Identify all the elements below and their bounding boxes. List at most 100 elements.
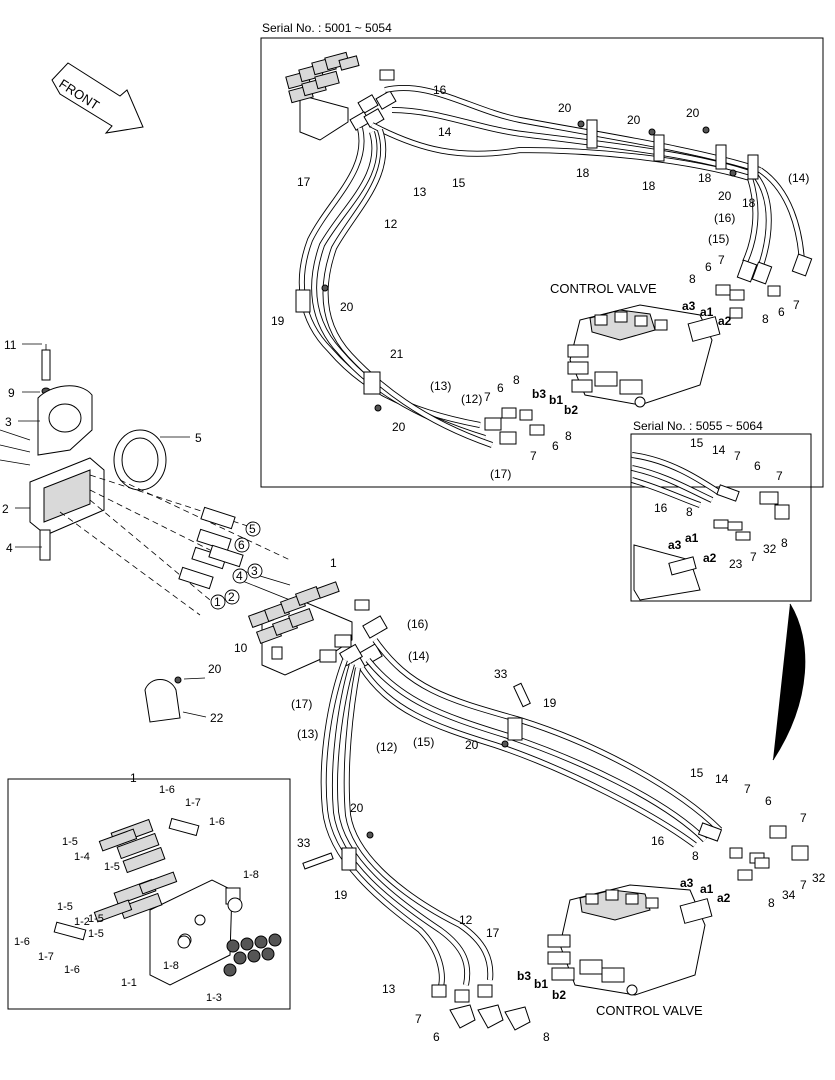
- label-21: 21: [390, 347, 404, 361]
- label-20: 20: [686, 106, 700, 120]
- label-12-paren: (12): [461, 392, 482, 406]
- leader-curve: [772, 603, 806, 761]
- label-15: 15: [452, 176, 466, 190]
- label-2: 2: [2, 502, 9, 516]
- circled-3: 3: [251, 564, 258, 578]
- label-a1: a1: [700, 305, 714, 319]
- label-6: 6: [433, 1030, 440, 1044]
- label-16-paren: (16): [714, 211, 735, 225]
- label-20: 20: [392, 420, 406, 434]
- label-a2: a2: [703, 551, 717, 565]
- label-8: 8: [781, 536, 788, 550]
- label-15-paren: (15): [413, 735, 434, 749]
- label-1-4: 1-4: [74, 851, 90, 863]
- label-15: 15: [690, 436, 704, 450]
- main-frame-parts: [0, 343, 291, 616]
- label-18: 18: [698, 171, 712, 185]
- serial-a-clamps: [295, 119, 759, 412]
- label-14: 14: [715, 772, 729, 786]
- label-1-8: 1-8: [243, 869, 259, 881]
- label-1-6: 1-6: [64, 964, 80, 976]
- label-1-1: 1-1: [121, 977, 137, 989]
- main-clamps: [144, 676, 531, 871]
- label-1-5: 1-5: [57, 901, 73, 913]
- label-19: 19: [271, 314, 285, 328]
- label-a3: a3: [668, 538, 682, 552]
- label-33: 33: [494, 667, 508, 681]
- label-1: 1: [330, 556, 337, 570]
- label-8: 8: [689, 272, 696, 286]
- label-1-6: 1-6: [14, 936, 30, 948]
- label-b2: b2: [564, 403, 578, 417]
- label-b1: b1: [549, 393, 563, 407]
- label-7: 7: [800, 878, 807, 892]
- label-20: 20: [718, 189, 732, 203]
- label-14: 14: [438, 125, 452, 139]
- serial-a-header: Serial No. : 5001 ~ 5054: [262, 21, 392, 35]
- main-manifold: [247, 581, 388, 676]
- detail-1-panel: 1 1-6: [7, 771, 291, 1010]
- main-control-valve: [547, 884, 713, 996]
- label-32: 32: [812, 871, 826, 885]
- label-1-3: 1-3: [206, 992, 222, 1004]
- label-15-paren: (15): [708, 232, 729, 246]
- label-b3: b3: [532, 387, 546, 401]
- label-a2: a2: [717, 891, 731, 905]
- label-16-paren: (16): [407, 617, 428, 631]
- label-13-paren: (13): [297, 727, 318, 741]
- label-1-7: 1-7: [185, 797, 201, 809]
- label-6: 6: [497, 381, 504, 395]
- label-11: 11: [4, 338, 17, 352]
- label-3: 3: [5, 415, 12, 429]
- label-8: 8: [513, 373, 520, 387]
- label-6: 6: [705, 260, 712, 274]
- label-8: 8: [768, 896, 775, 910]
- main-fittings: [431, 822, 809, 1031]
- label-23: 23: [729, 557, 743, 571]
- detail-fittings: [53, 817, 282, 977]
- label-7: 7: [750, 550, 757, 564]
- serial-b-header: Serial No. : 5055 ~ 5064: [633, 419, 763, 433]
- label-14: 14: [712, 443, 726, 457]
- label-13: 13: [382, 982, 396, 996]
- label-7: 7: [415, 1012, 422, 1026]
- label-13: 13: [413, 185, 427, 199]
- label-1-6: 1-6: [159, 784, 175, 796]
- label-8: 8: [686, 505, 693, 519]
- label-12: 12: [459, 913, 473, 927]
- main-hoses: [320, 638, 723, 991]
- serial-b-labels: 15 14 7 6 7 16 8 a3 a1 a2 23 7 32 8: [654, 436, 788, 571]
- label-1-7: 1-7: [38, 951, 54, 963]
- front-arrow: FRONT: [51, 62, 144, 134]
- label-6: 6: [778, 305, 785, 319]
- label-1-5: 1-5: [88, 913, 104, 925]
- label-1-5: 1-5: [62, 836, 78, 848]
- circled-5: 5: [249, 522, 256, 536]
- label-1-5: 1-5: [104, 861, 120, 873]
- label-1-8: 1-8: [163, 960, 179, 972]
- label-8: 8: [565, 429, 572, 443]
- label-5: 5: [195, 431, 202, 445]
- label-13-paren: (13): [430, 379, 451, 393]
- label-7: 7: [744, 782, 751, 796]
- label-a2: a2: [718, 314, 732, 328]
- label-19: 19: [334, 888, 348, 902]
- label-15: 15: [690, 766, 704, 780]
- circled-1: 1: [214, 595, 221, 609]
- label-20: 20: [627, 113, 641, 127]
- label-22: 22: [210, 711, 224, 725]
- label-17-paren: (17): [291, 697, 312, 711]
- label-7: 7: [484, 390, 491, 404]
- main-labels: 11 9 3 5 2 4 1 10 20 22 (16) (14) (17) (…: [2, 338, 826, 1044]
- label-16: 16: [433, 83, 447, 97]
- label-14-paren: (14): [408, 649, 429, 663]
- label-20: 20: [465, 738, 479, 752]
- label-8: 8: [762, 312, 769, 326]
- serial-a-hoses: [298, 85, 805, 448]
- main-control-valve-label: CONTROL VALVE: [596, 1003, 703, 1018]
- label-7: 7: [776, 469, 783, 483]
- label-a1: a1: [700, 882, 714, 896]
- label-6: 6: [765, 794, 772, 808]
- label-17-paren: (17): [490, 467, 511, 481]
- label-6: 6: [754, 459, 761, 473]
